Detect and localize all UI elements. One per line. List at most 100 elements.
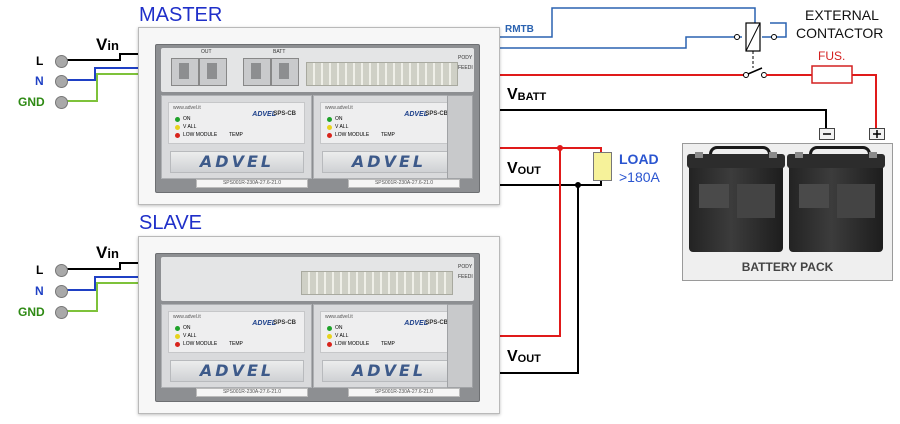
slave-n-terminal-icon: [55, 285, 68, 298]
side-control-panel: [447, 95, 473, 179]
master-vout-positive: [499, 147, 602, 153]
led-label-vall: V ALL: [335, 333, 349, 339]
master-n-terminal-icon: [55, 75, 68, 88]
slave-gnd-label: GND: [18, 305, 45, 319]
module-website: www.advel.it: [325, 314, 353, 320]
module-face: www.advel.it ADVEL SPS-CB ON V ALL LOW M…: [168, 311, 305, 353]
vall-led-icon: [327, 334, 332, 339]
rack-label-pody: PODY: [458, 264, 473, 270]
module-face: www.advel.it ADVEL SPS-CB ON V ALL LOW M…: [168, 102, 305, 144]
led-label-temp: TEMP: [229, 341, 243, 347]
module-code-label: SPS001R-230A-27.6-21.0: [348, 388, 460, 397]
rack-label-batt: BATT: [273, 49, 286, 55]
slave-vout-label: VOUT: [507, 348, 541, 365]
master-gnd-wire: [62, 73, 160, 102]
master-n-label: N: [35, 74, 44, 88]
slave-vout-positive: [499, 148, 561, 337]
slave-l-terminal-icon: [55, 264, 68, 277]
master-title: MASTER: [139, 4, 223, 26]
terminal-block: [306, 62, 458, 86]
module-model: SPS-CB: [425, 320, 448, 326]
rack-label-feedi: FEEDI: [458, 65, 473, 71]
slave-rack: PODY FEEDI www.advel.it ADVEL SPS-CB ON …: [155, 253, 480, 402]
slave-vin-label: Vin: [96, 243, 119, 262]
led-label-low: LOW MODULE: [183, 132, 218, 138]
slave-unit: PODY FEEDI www.advel.it ADVEL SPS-CB ON …: [138, 236, 500, 414]
slave-module-2: www.advel.it ADVEL SPS-CB ON V ALL LOW M…: [313, 304, 464, 388]
master-vout-label: VOUT: [507, 160, 541, 177]
load-current-label: >180A: [619, 169, 660, 185]
fuse-icon: [811, 65, 853, 84]
rack-label-out: OUT: [201, 49, 212, 55]
master-n-wire: [62, 67, 160, 81]
led-label-vall: V ALL: [335, 124, 349, 130]
module-website: www.advel.it: [173, 105, 201, 111]
module-brand-small: ADVEL: [252, 111, 276, 118]
module-code-label: SPS001R-230A-27.6-21.0: [196, 179, 308, 188]
low-module-led-icon: [175, 133, 180, 138]
module-brand-logo: ADVEL: [322, 151, 456, 173]
module-brand-small: ADVEL: [404, 320, 428, 327]
battery-pack-label: BATTERY PACK: [741, 260, 834, 274]
slave-vout-negative: [499, 185, 579, 374]
side-control-panel: [447, 304, 473, 388]
slave-l-label: L: [36, 263, 44, 277]
master-gnd-terminal-icon: [55, 96, 68, 109]
led-label-temp: TEMP: [381, 132, 395, 138]
load-icon: [593, 152, 612, 181]
module-brand-logo: ADVEL: [170, 360, 304, 382]
terminal-block: [301, 271, 453, 295]
on-led-icon: [175, 117, 180, 122]
module-model: SPS-CB: [273, 111, 296, 117]
module-website: www.advel.it: [325, 105, 353, 111]
master-vbatt-label: VBATT: [507, 86, 547, 103]
vall-led-icon: [175, 125, 180, 130]
master-unit: OUT BATT PODY FEEDI www.advel.it ADVEL S…: [138, 27, 500, 205]
slave-n-wire: [62, 276, 160, 291]
led-label-temp: TEMP: [381, 341, 395, 347]
slave-gnd-wire: [62, 282, 160, 312]
on-led-icon: [175, 326, 180, 331]
slave-rack-top-panel: PODY FEEDI: [161, 257, 474, 301]
led-label-vall: V ALL: [183, 124, 197, 130]
module-face: www.advel.it ADVEL SPS-CB ON V ALL LOW M…: [320, 102, 457, 144]
module-brand-logo: ADVEL: [322, 360, 456, 382]
out-breaker-icon: [199, 58, 227, 86]
led-label-on: ON: [183, 325, 191, 331]
minus-terminal-icon: [819, 128, 835, 140]
low-module-led-icon: [175, 342, 180, 347]
load-label: LOAD: [619, 151, 659, 167]
led-label-vall: V ALL: [183, 333, 197, 339]
module-brand-logo: ADVEL: [170, 151, 304, 173]
external-contactor-line1: EXTERNAL: [805, 7, 879, 23]
led-label-on: ON: [335, 325, 343, 331]
rack-label-pody: PODY: [458, 55, 473, 61]
module-brand-small: ADVEL: [252, 320, 276, 327]
module-model: SPS-CB: [425, 111, 448, 117]
master-rack-top-panel: OUT BATT PODY FEEDI: [161, 48, 474, 92]
master-l-terminal-icon: [55, 55, 68, 68]
master-gnd-label: GND: [18, 95, 45, 109]
low-module-led-icon: [327, 133, 332, 138]
low-module-led-icon: [327, 342, 332, 347]
led-label-on: ON: [335, 116, 343, 122]
module-model: SPS-CB: [273, 320, 296, 326]
master-vout-negative: [499, 179, 602, 186]
on-led-icon: [327, 326, 332, 331]
batt-breaker-icon: [271, 58, 299, 86]
led-label-low: LOW MODULE: [335, 341, 370, 347]
led-label-on: ON: [183, 116, 191, 122]
fuse-label: FUS.: [818, 49, 846, 63]
plus-terminal-icon: [869, 128, 885, 140]
rmtb-label: RMTB: [505, 24, 534, 35]
master-module-2: www.advel.it ADVEL SPS-CB ON V ALL LOW M…: [313, 95, 464, 179]
battery-icon: [787, 146, 885, 252]
battery-negative-wire: [499, 109, 827, 128]
external-contactor-line2: CONTACTOR: [796, 25, 884, 41]
slave-title: SLAVE: [139, 212, 202, 234]
led-label-low: LOW MODULE: [335, 132, 370, 138]
batt-breaker-icon: [243, 58, 271, 86]
slave-module-1: www.advel.it ADVEL SPS-CB ON V ALL LOW M…: [161, 304, 312, 388]
module-code-label: SPS001R-230A-27.6-21.0: [348, 179, 460, 188]
